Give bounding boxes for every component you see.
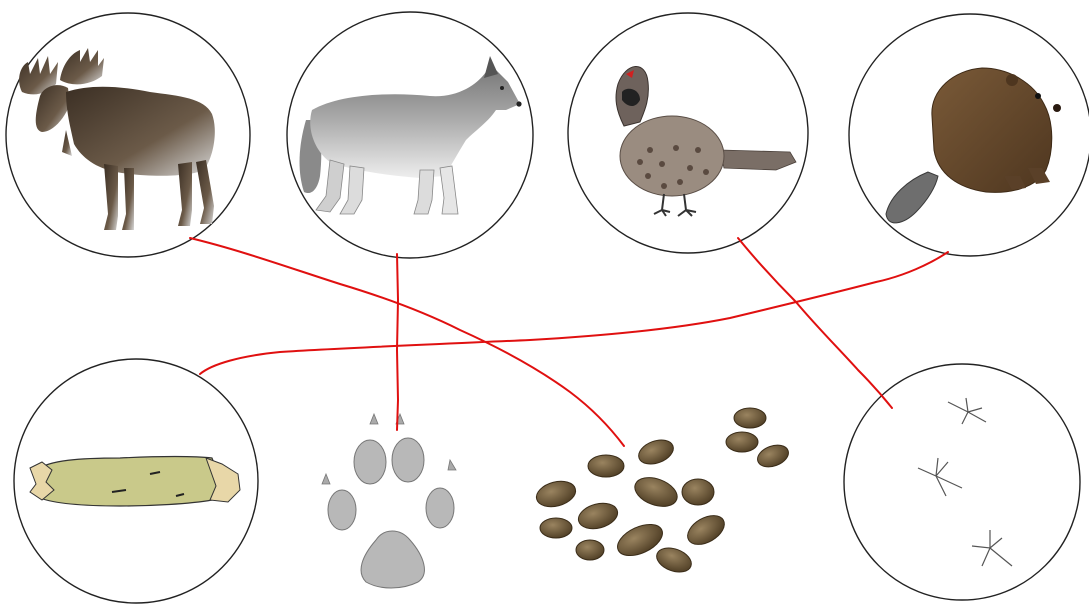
gnawed-log-icon	[29, 455, 241, 507]
bird-tracks-circle	[843, 363, 1081, 601]
paw-print-icon[interactable]	[321, 412, 457, 589]
match-line-moose-droppings	[189, 237, 625, 447]
beaver-icon	[885, 67, 1061, 224]
wolf-card[interactable]	[286, 11, 534, 259]
match-line-beaver-gnawed-log	[199, 251, 949, 375]
match-lines	[189, 237, 949, 447]
match-line-grouse-bird-tracks	[737, 237, 893, 409]
bird-tracks-icon	[917, 397, 1013, 567]
wolf-icon	[299, 56, 522, 215]
match-line-wolf-paw-print	[395, 253, 400, 431]
gnawed-log-card[interactable]	[13, 358, 259, 604]
moose-card[interactable]	[5, 12, 251, 258]
droppings-icon[interactable]	[534, 407, 792, 576]
grouse-card[interactable]	[567, 12, 809, 254]
moose-icon	[19, 48, 215, 230]
beaver-card[interactable]	[848, 13, 1089, 257]
grouse-icon	[615, 66, 797, 217]
bird-tracks-card[interactable]	[843, 363, 1081, 601]
